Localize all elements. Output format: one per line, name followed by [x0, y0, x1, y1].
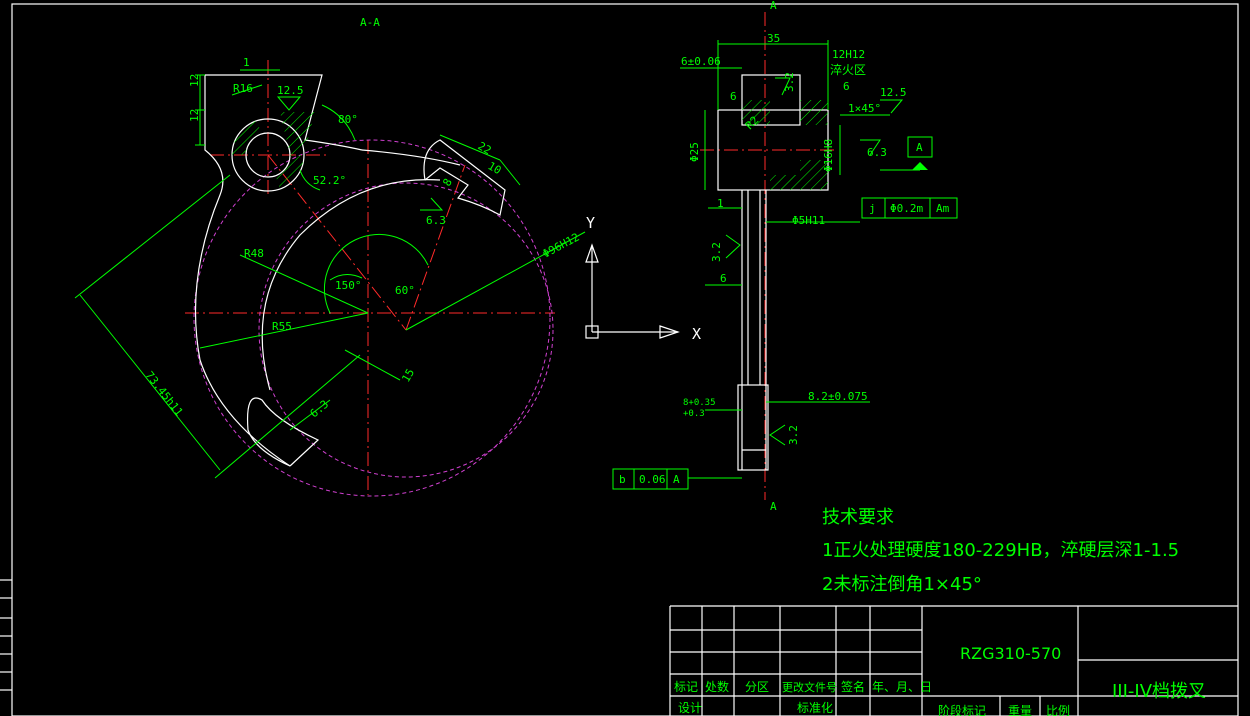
dim-6-right: 6	[843, 80, 850, 93]
dim-12-upper: 12	[188, 74, 201, 87]
ucs-icon: Y X	[585, 214, 701, 343]
technical-requirements: 技术要求 1正火处理硬度180-229HB，淬硬层深1-1.5 2未标注倒角1×…	[822, 507, 1179, 595]
tb-stage-mark: 阶段标记	[938, 703, 986, 716]
dim-8-2-tol: 8.2±0.075	[808, 390, 868, 403]
tb-header-date: 年、月、日	[872, 680, 932, 694]
roughness-3-2-bottom: 3.2	[787, 425, 800, 445]
dim-12-lower: 12	[188, 109, 201, 122]
tol-value: Φ0.2m	[890, 202, 923, 215]
drawing-frame	[0, 3, 1239, 716]
roughness-6-3-bottom: 6.3	[308, 398, 332, 421]
datum-a-label: A	[916, 141, 923, 154]
dim-angle-150: 150°	[335, 279, 362, 292]
flat-value: 0.06	[639, 473, 666, 486]
dim-6-arm: 6	[720, 272, 727, 285]
view-mark-top: A	[770, 0, 777, 12]
position-tolerance-frame	[861, 197, 958, 219]
dim-35: 35	[767, 32, 780, 45]
dim-angle-52: 52.2°	[313, 174, 346, 187]
dim-1-hub: 1	[243, 56, 250, 69]
ucs-y-label: Y	[586, 214, 595, 232]
dim-r55: R55	[272, 320, 292, 333]
hidden-arc-inner	[193, 139, 551, 497]
tech-req-title: 技术要求	[822, 507, 894, 528]
roughness-12-5-right: 12.5	[880, 86, 907, 99]
note-quench-zone: 淬火区	[830, 62, 866, 77]
tb-header-change-doc: 更改文件号	[782, 680, 837, 694]
dim-chamfer: 1×45°	[848, 102, 881, 115]
tol-symbol: j	[869, 202, 876, 215]
tb-header-zone: 分区	[745, 680, 769, 694]
dim-phi96: Φ96H12	[540, 231, 581, 261]
section-label: A-A	[360, 16, 380, 29]
dim-10: 10	[486, 159, 504, 177]
dim-8-tol-bottom: +0.3	[683, 409, 705, 419]
left-section-view[interactable]: 12 12 1 R16 12.5 80° 52.2° 22 10 8 6.3 R…	[74, 56, 586, 497]
dim-angle-60: 60°	[395, 284, 415, 297]
dim-8-tol-top: 8+0.35	[683, 398, 716, 408]
tb-weight: 重量	[1008, 704, 1032, 716]
tb-drawing-number: RZG310-570	[960, 644, 1061, 663]
dim-12h12: 12H12	[832, 48, 865, 61]
flat-ref: A	[673, 473, 680, 486]
title-block[interactable]: 标记 处数 分区 更改文件号 签名 年、月、日 设计 标准化 阶段标记 重量 比…	[669, 605, 1238, 716]
tech-req-line2: 2未标注倒角1×45°	[822, 574, 982, 595]
roughness-3-2-top: 3.2	[783, 72, 796, 92]
tb-row-standardization: 标准化	[797, 701, 833, 715]
dim-angle-80: 80°	[338, 113, 358, 126]
roughness-3-2-arm: 3.2	[710, 242, 723, 262]
flatness-tolerance-frame	[612, 468, 689, 490]
tb-row-design: 设计	[678, 701, 702, 715]
dim-22: 22	[476, 139, 494, 157]
roughness-12-5-left: 12.5	[277, 84, 304, 97]
dim-8: 8	[440, 176, 455, 188]
dim-1-right: 1	[717, 197, 724, 210]
dim-phi5h11: Φ5H11	[792, 214, 825, 227]
tb-scale: 比例	[1046, 704, 1070, 716]
dim-r16: R16	[233, 82, 253, 95]
view-mark-bottom: A	[770, 500, 777, 513]
dim-6-left: 6	[730, 90, 737, 103]
dim-phi16h8: Φ16H8	[822, 139, 835, 172]
right-section-view[interactable]: A A 35 6±0.06 12H12 淬火区 6 6 3.2 1×45° 12…	[612, 0, 958, 513]
dim-73-45h11: 73.45h11	[143, 369, 186, 419]
tb-part-name: III-IV档拨叉	[1112, 681, 1206, 702]
ucs-x-label: X	[692, 325, 701, 343]
dim-r48: R48	[244, 247, 264, 260]
flat-symbol: b	[619, 473, 626, 486]
roughness-6-3-right: 6.3	[867, 146, 887, 159]
dim-phi25: Φ25	[688, 142, 701, 162]
dim-6-tol: 6±0.06	[681, 55, 721, 68]
tb-header-mark: 标记	[674, 680, 698, 694]
tb-header-count: 处数	[705, 679, 729, 694]
tech-req-line1: 1正火处理硬度180-229HB，淬硬层深1-1.5	[822, 540, 1179, 561]
roughness-6-3-top: 6.3	[426, 214, 446, 227]
tb-header-sign: 签名	[841, 679, 865, 694]
hidden-arc-outer	[258, 182, 554, 478]
tol-ref: Am	[936, 202, 950, 215]
dim-15: 15	[399, 367, 417, 385]
